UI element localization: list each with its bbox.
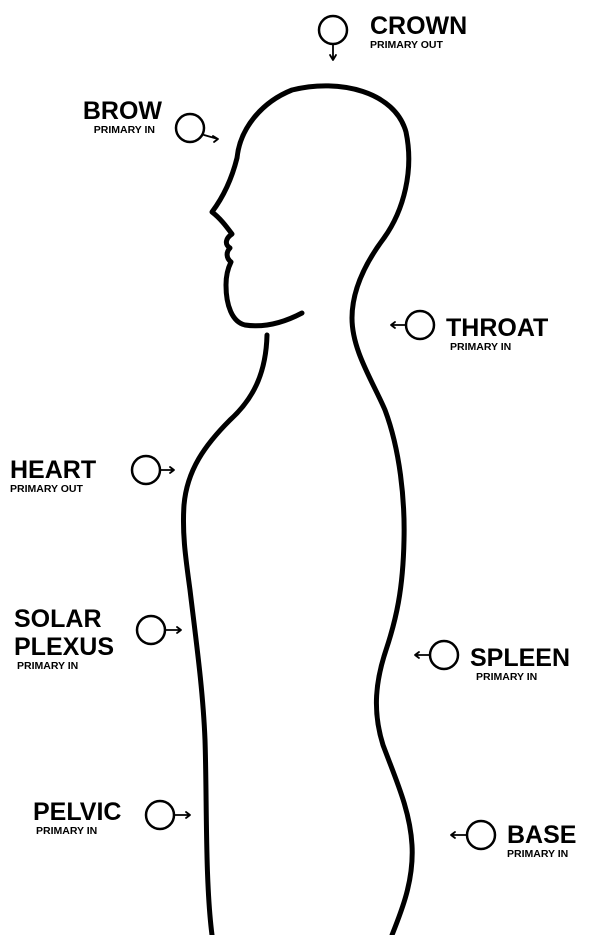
base-label: BASE PRIMARY IN (507, 823, 576, 860)
pelvic-arrow-icon (174, 812, 190, 818)
throat-label: THROAT PRIMARY IN (446, 316, 548, 353)
spleen-label: SPLEEN PRIMARY IN (470, 646, 570, 683)
throat-name: THROAT (446, 316, 548, 341)
solar-plexus-chakra-icon (137, 616, 165, 644)
heart-chakra-icon (132, 456, 160, 484)
base-chakra-icon (467, 821, 495, 849)
solar-plexus-arrow-icon (165, 627, 181, 633)
brow-chakra-icon (176, 114, 204, 142)
spleen-sub: PRIMARY IN (476, 672, 570, 683)
base-arrow-icon (451, 832, 467, 838)
throat-sub: PRIMARY IN (450, 342, 548, 353)
crown-arrow-icon (330, 44, 336, 60)
body-silhouette (183, 86, 412, 935)
solar-plexus-sub: PRIMARY IN (17, 661, 114, 672)
heart-arrow-icon (160, 467, 174, 473)
base-name: BASE (507, 823, 576, 848)
crown-sub: PRIMARY OUT (370, 40, 467, 51)
heart-name: HEART (10, 458, 96, 483)
brow-name: BROW (62, 99, 162, 124)
solar-plexus-name-1: SOLAR (14, 607, 114, 632)
crown-name: CROWN (370, 14, 467, 39)
brow-sub: PRIMARY IN (62, 125, 155, 136)
spleen-chakra-icon (430, 641, 458, 669)
brow-label: BROW PRIMARY IN (62, 99, 162, 136)
crown-chakra-icon (319, 16, 347, 44)
throat-chakra-icon (406, 311, 434, 339)
heart-label: HEART PRIMARY OUT (10, 458, 96, 495)
base-sub: PRIMARY IN (507, 849, 576, 860)
brow-arrow-icon (204, 135, 218, 142)
pelvic-name: PELVIC (33, 800, 121, 825)
spleen-name: SPLEEN (470, 646, 570, 671)
pelvic-label: PELVIC PRIMARY IN (33, 800, 121, 837)
crown-label: CROWN PRIMARY OUT (370, 14, 467, 51)
solar-plexus-label: SOLAR PLEXUS PRIMARY IN (14, 607, 114, 672)
solar-plexus-name-2: PLEXUS (14, 635, 114, 660)
throat-arrow-icon (391, 322, 406, 328)
spleen-arrow-icon (415, 652, 430, 658)
heart-sub: PRIMARY OUT (10, 484, 96, 495)
pelvic-sub: PRIMARY IN (36, 826, 121, 837)
pelvic-chakra-icon (146, 801, 174, 829)
